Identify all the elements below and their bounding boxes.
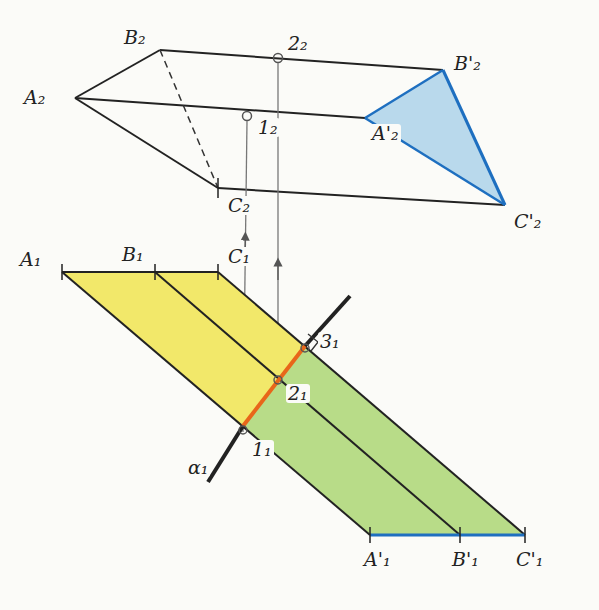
point-label: C'₂ [512,212,543,231]
point-label: B'₂ [452,54,483,73]
point-label: C₂ [226,196,252,215]
point-label: A₁ [18,250,43,269]
point-label: A'₂ [370,124,401,143]
point-label: B'₁ [450,550,481,569]
point-label: B₂ [122,28,148,47]
point-label: C₁ [226,247,252,266]
point-label: A'₁ [362,550,393,569]
point-label: B₁ [120,245,146,264]
point-label: 2₂ [286,34,310,53]
point-label: C'₁ [514,550,545,569]
point-label: α₁ [186,458,210,477]
point-label: 2₁ [286,384,310,403]
point-label: 1₁ [250,440,274,459]
point-label: 3₁ [318,332,342,351]
point-label: 1₂ [256,118,280,137]
point-label: A₂ [22,88,47,107]
